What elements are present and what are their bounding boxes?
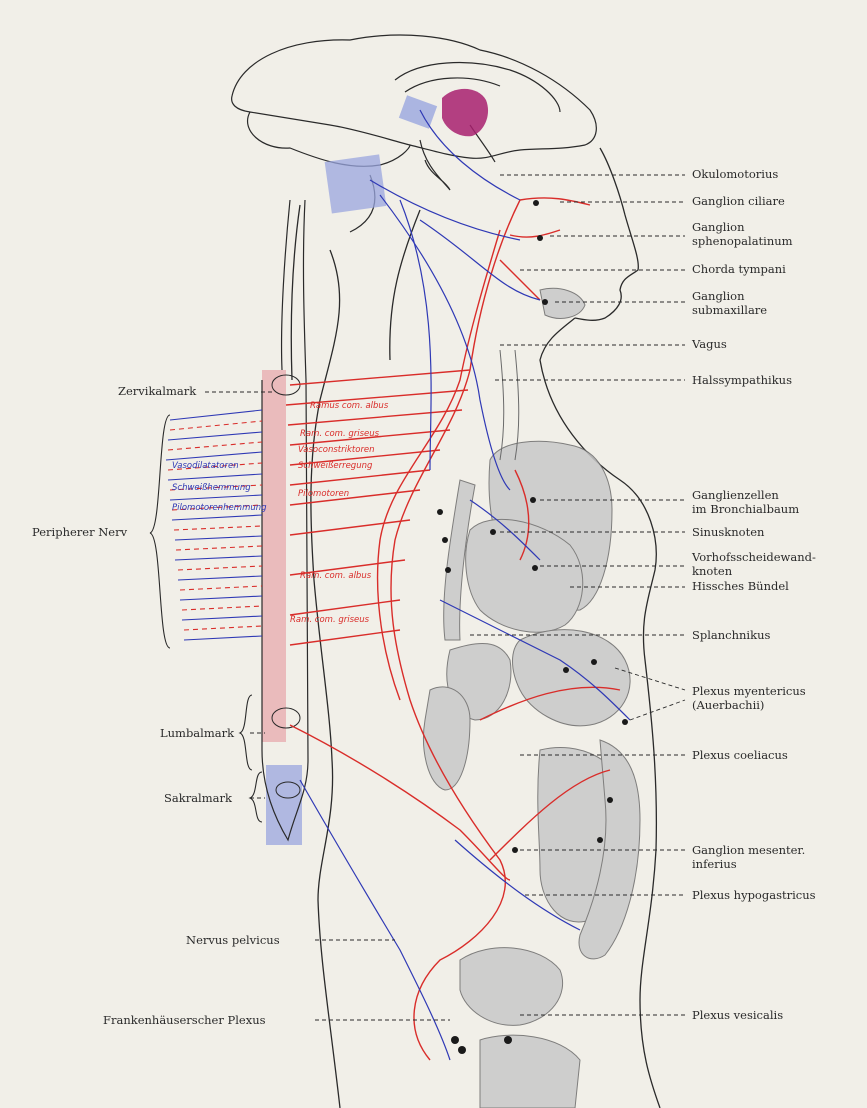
label-chorda-tympani: Chorda tympani bbox=[692, 263, 786, 276]
hw-ram-com-griseus-2: Ram. com. griseus bbox=[290, 615, 370, 625]
hw-schweisshemmung: Schweißhemmung bbox=[172, 483, 251, 493]
label-ganglienzellen-2: im Bronchialbaum bbox=[692, 503, 799, 516]
label-frankenhaeuser: Frankenhäuserscher Plexus bbox=[103, 1014, 266, 1027]
hw-ramus-com-albus: Ramus com. albus bbox=[310, 401, 389, 411]
hw-pilomotorenhemmung: Pilomotorenhemmung bbox=[172, 503, 267, 513]
label-splanchnikus: Splanchnikus bbox=[692, 629, 770, 642]
label-plexus-myent-2: (Auerbachii) bbox=[692, 699, 764, 712]
hw-pilomotoren: Pilomotoren bbox=[298, 489, 349, 499]
label-plexus-coeliacus: Plexus coeliacus bbox=[692, 749, 788, 762]
label-ganglion-mes-1: Ganglion mesenter. bbox=[692, 844, 805, 857]
label-nervus-pelvicus: Nervus pelvicus bbox=[186, 934, 280, 947]
label-okulomotorius: Okulomotorius bbox=[692, 168, 778, 181]
label-plexus-myent-1: Plexus myentericus bbox=[692, 685, 806, 698]
label-plexus-hypo: Plexus hypogastricus bbox=[692, 889, 816, 902]
label-vorhof-1: Vorhofsscheidewand- bbox=[692, 551, 816, 564]
label-vagus: Vagus bbox=[692, 338, 727, 351]
label-ganglion-submax-1: Ganglion bbox=[692, 290, 745, 303]
label-hissches: Hissches Bündel bbox=[692, 580, 789, 593]
bladder bbox=[460, 948, 563, 1026]
hw-schweisserregung: Schweißerregung bbox=[298, 461, 373, 471]
hw-vasoconstriktoren: Vasoconstriktoren bbox=[298, 445, 375, 455]
spinal-cord bbox=[262, 200, 308, 845]
brainstem-band bbox=[399, 95, 437, 128]
label-ganglion-mes-2: inferius bbox=[692, 858, 737, 871]
label-lumbalmark: Lumbalmark bbox=[160, 727, 234, 740]
peripheral-nerves bbox=[166, 410, 262, 640]
hw-ram-com-griseus: Ram. com. griseus bbox=[300, 429, 380, 439]
brain-outline bbox=[232, 35, 597, 232]
label-plexus-vesicalis: Plexus vesicalis bbox=[692, 1009, 783, 1022]
rectum bbox=[480, 1035, 580, 1108]
label-ganglion-ciliare: Ganglion ciliare bbox=[692, 195, 785, 208]
label-sinusknoten: Sinusknoten bbox=[692, 526, 764, 539]
label-halssympathikus: Halssympathikus bbox=[692, 374, 792, 387]
label-sakralmark: Sakralmark bbox=[164, 792, 232, 805]
label-ganglienzellen-1: Ganglienzellen bbox=[692, 489, 779, 502]
label-peripherer-nerv: Peripherer Nerv bbox=[32, 526, 127, 539]
label-ganglion-spheno-2: sphenopalatinum bbox=[692, 235, 793, 248]
stomach bbox=[513, 630, 631, 726]
kidney bbox=[424, 687, 470, 790]
label-ganglion-spheno-1: Ganglion bbox=[692, 221, 745, 234]
hw-vasodilatatoren: Vasodilatatoren bbox=[172, 461, 239, 471]
label-zervikalmark: Zervikalmark bbox=[118, 385, 196, 398]
hypothalamus bbox=[442, 89, 488, 136]
hw-ram-com-albus-2: Ram. com. albus bbox=[300, 571, 372, 581]
label-ganglion-submax-2: submaxillare bbox=[692, 304, 767, 317]
label-vorhof-2: knoten bbox=[692, 565, 732, 578]
